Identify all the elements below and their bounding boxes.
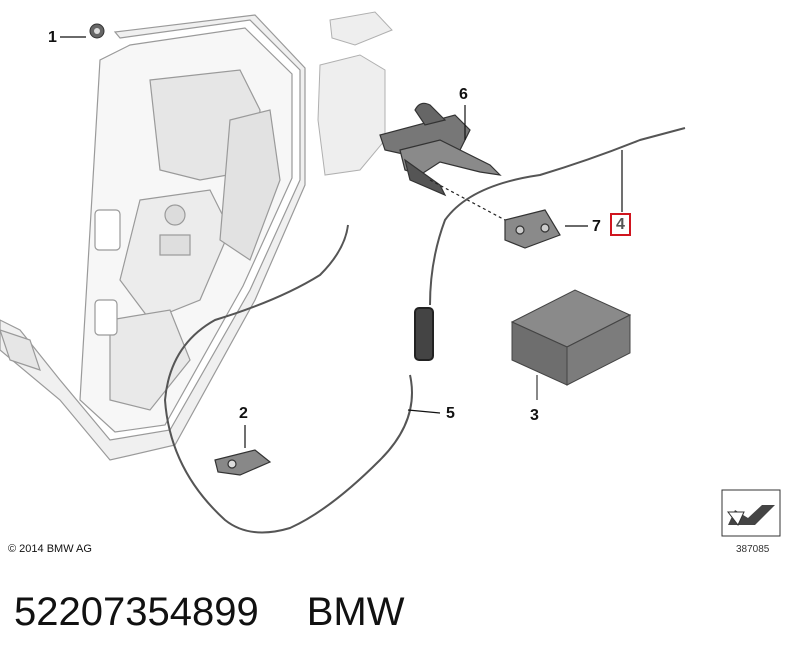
lock-housing <box>317 11 393 176</box>
part-7-bracket <box>429 179 588 249</box>
callout-3: 3 <box>530 407 539 424</box>
part-6-lock-mechanism <box>379 102 502 197</box>
copyright-notice: © 2014 BMW AG <box>8 543 92 555</box>
part-caption: 52207354899 BMW <box>14 588 404 636</box>
parts-diagram <box>0 11 781 537</box>
callout-4-highlighted: 4 <box>610 213 631 236</box>
callout-6: 6 <box>459 86 468 103</box>
part-1-bushing <box>60 23 105 39</box>
reference-arrow-icon <box>721 489 781 537</box>
reference-number: 387085 <box>736 544 770 555</box>
seat-backrest-frame <box>0 14 306 461</box>
part-4-cable <box>429 127 686 306</box>
part-number: 52207354899 <box>14 590 259 634</box>
part-2-cable-holder <box>214 425 272 476</box>
callout-5: 5 <box>446 405 455 422</box>
callout-1: 1 <box>48 29 57 46</box>
brand-name: BMW <box>306 590 405 634</box>
part-3-box <box>510 289 632 400</box>
callout-7: 7 <box>592 218 601 235</box>
callout-2: 2 <box>239 405 248 422</box>
part-5-cable <box>163 224 441 534</box>
